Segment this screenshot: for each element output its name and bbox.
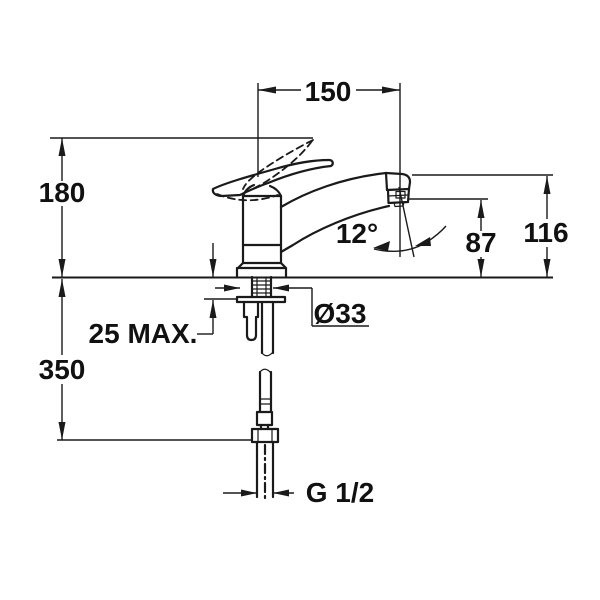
hole-diameter-label: Ø33 [314,298,367,329]
dimension-outlet-height: 87 [408,198,497,277]
supply-length-label: 350 [39,354,86,385]
arrowhead-up [58,279,66,297]
dimension-annotations: 150 180 12° 87 [39,76,569,508]
arrowhead-down [209,259,217,277]
supply-pipe [255,300,275,431]
dimension-handle-height: 180 [39,137,313,277]
pipe-break-upper [259,368,272,374]
pipe-break-lower [261,351,274,357]
thread-size-label: G 1/2 [306,477,374,508]
deck-thickness-label: 25 MAX. [89,318,198,349]
mounting-stud [242,300,260,342]
dimension-thread-size: G 1/2 [223,477,374,508]
arrowhead-left [273,489,289,497]
arrowhead-down [477,259,485,277]
dimension-spout-angle: 12° [336,186,447,258]
dimension-spout-height: 116 [412,174,569,277]
arrowhead-up [58,138,66,156]
spout-angle-label: 12° [336,218,378,249]
arrowhead-down [543,259,551,277]
arrowhead-right [382,86,400,94]
arrowhead-down [58,422,66,440]
arrowhead-arc-right [415,237,431,246]
mounting-shank [250,275,273,299]
arrowhead-up [543,176,551,194]
handle-height-label: 180 [39,177,86,208]
faucet-spout [279,171,412,254]
inlet-tail-pipe [255,440,275,503]
spout-reach-label: 150 [305,76,352,107]
angle-reference-line [398,186,415,258]
outlet-height-label: 87 [465,227,496,258]
dimension-deck-thickness: 25 MAX. [89,243,237,349]
arrowhead-left [273,284,289,292]
connection-nut [250,427,280,444]
thread-hatching [252,280,271,294]
pipe-coupling [255,410,274,427]
faucet-lever [211,158,334,198]
dimension-supply-length: 350 [39,279,253,441]
arrowhead-down [58,259,66,277]
arrowhead-arc-left [373,241,390,251]
arrowhead-up [209,300,217,318]
arrowhead-left [258,86,276,94]
arrowhead-right [241,489,257,497]
arrowhead-up [477,200,485,218]
arrowhead-right [224,284,240,292]
dimension-spout-reach: 150 [257,76,401,257]
dimension-hole-diameter: Ø33 [215,284,369,329]
base-flange [235,261,288,279]
lever-raised-dashed-outline [216,139,314,202]
spout-height-label: 116 [523,217,568,248]
